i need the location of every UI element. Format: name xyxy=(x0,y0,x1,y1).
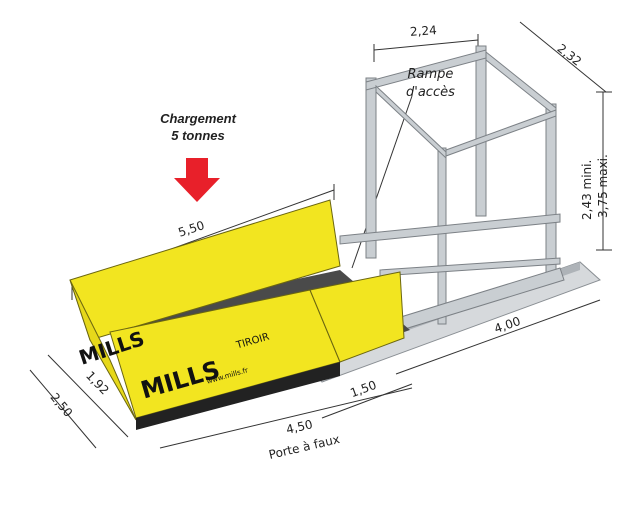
top-beam xyxy=(445,109,557,157)
dim-line-overhang xyxy=(321,383,413,419)
tower-post xyxy=(365,77,377,259)
dim-height-min: 2,43 mini. xyxy=(580,159,594,220)
ramp-label-line2: d'accès xyxy=(406,85,455,100)
platform-base xyxy=(136,362,340,430)
platform-gate xyxy=(309,271,405,363)
tower-post xyxy=(437,147,447,325)
dim-top-width: 2,24 xyxy=(409,23,438,39)
mid-rail xyxy=(379,257,561,277)
dim-line-inner-width xyxy=(47,354,129,438)
ramp-label: Rampe d'accès xyxy=(406,66,455,102)
top-beam xyxy=(485,50,557,118)
top-beam xyxy=(375,84,447,160)
platform xyxy=(69,199,410,430)
ramp-label-line1: Rampe xyxy=(407,67,454,82)
load-arrow xyxy=(174,158,220,202)
load-label-line1: Chargement xyxy=(160,111,236,126)
dimension-lines xyxy=(29,21,612,449)
load-label-line2: 5 tonnes xyxy=(171,128,225,143)
tower-post xyxy=(545,103,557,275)
dim-line-outer-width xyxy=(29,369,97,449)
tower-post xyxy=(475,45,487,217)
dim-height-max: 3,75 maxi. xyxy=(596,154,610,218)
dim-line-top-width xyxy=(373,39,479,51)
dim-line-false-door xyxy=(159,387,413,449)
dim-line-top-depth xyxy=(519,21,607,93)
mid-rail xyxy=(339,213,561,245)
dim-line-rail-length xyxy=(395,299,601,375)
load-label: Chargement 5 tonnes xyxy=(150,110,246,144)
